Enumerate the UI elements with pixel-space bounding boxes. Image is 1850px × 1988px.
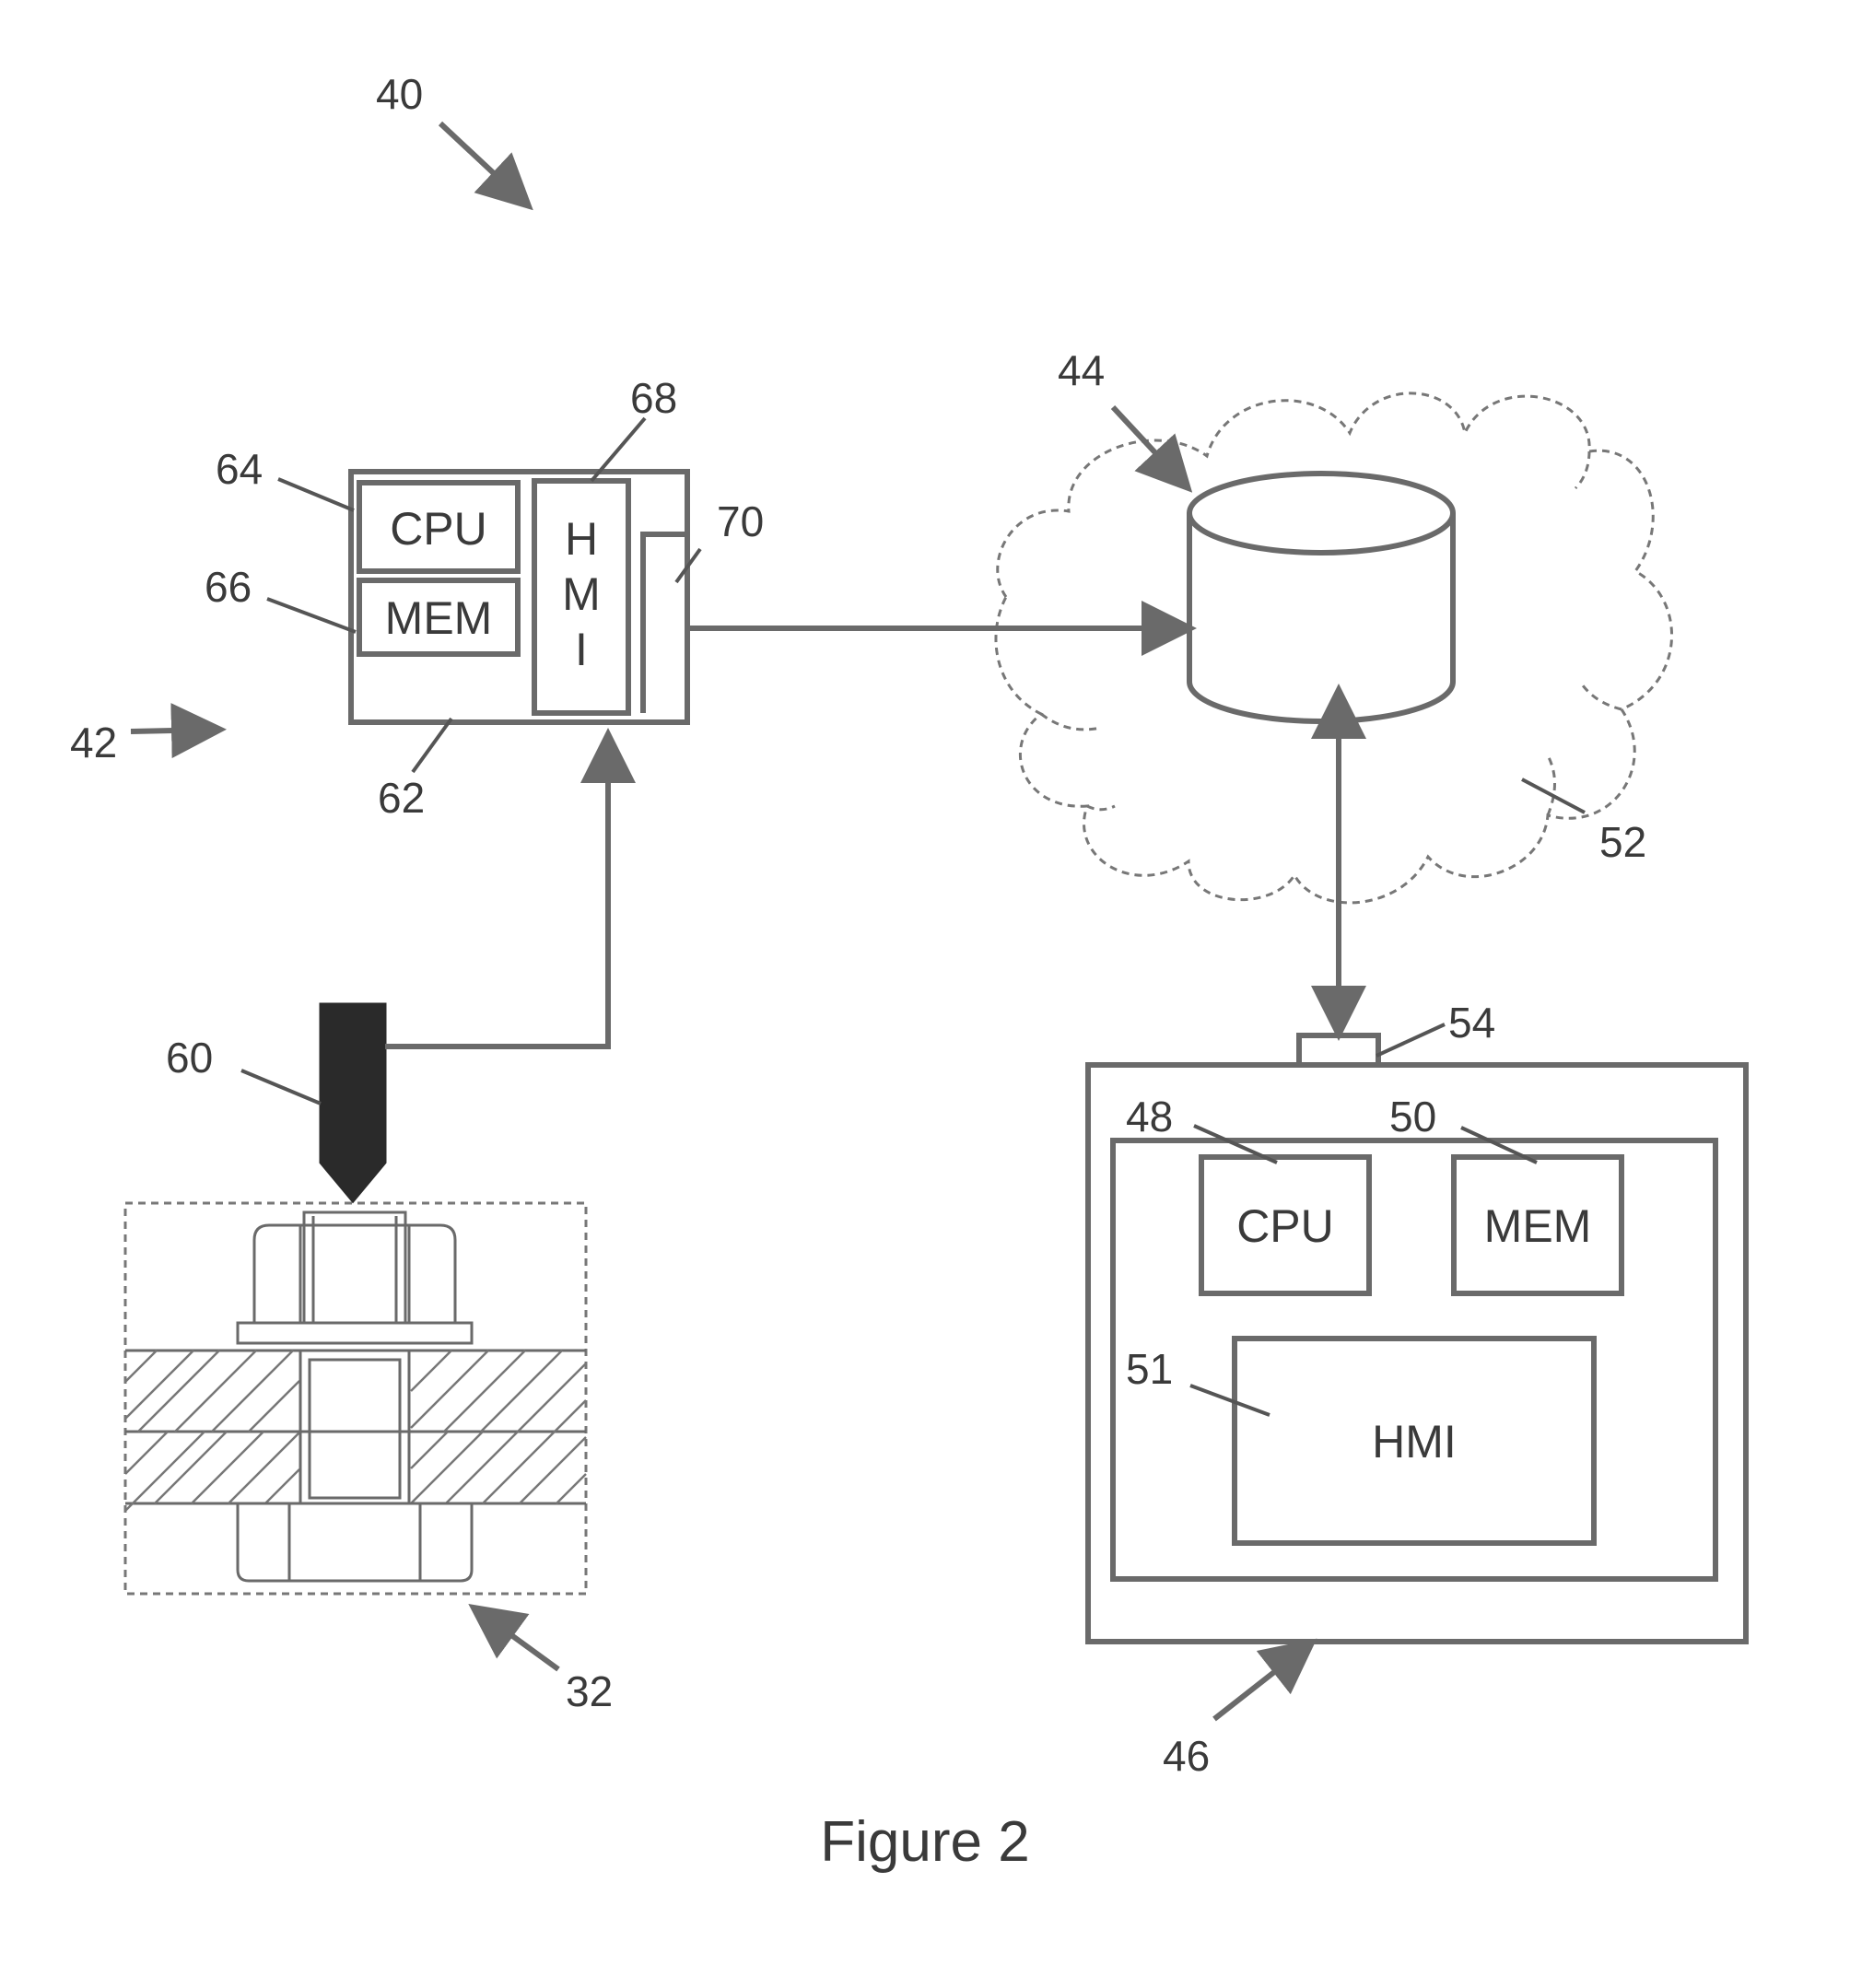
remote-terminal: CPU MEM HMI (1085, 1033, 1749, 1644)
hmi-letter-h: H (565, 513, 598, 565)
terminal-cpu-label: CPU (1236, 1200, 1334, 1252)
leader-51 (1189, 1384, 1270, 1417)
cpu-box (357, 480, 521, 574)
leader-60 (240, 1069, 322, 1105)
bolt-head (236, 1502, 474, 1583)
terminal-mem-label: MEM (1484, 1200, 1592, 1252)
bolt-shank (299, 1349, 411, 1505)
leader-48 (1193, 1124, 1278, 1164)
arrow-42 (130, 703, 227, 759)
mem-box (357, 578, 521, 657)
cloud-inner-arc (1040, 712, 1102, 731)
clamped-plates (124, 1349, 587, 1512)
ref-51: 51 (1126, 1345, 1173, 1393)
arrow-32 (468, 1603, 560, 1672)
ref-32: 32 (566, 1667, 613, 1715)
ref-70: 70 (717, 497, 764, 545)
ref-46: 46 (1163, 1732, 1210, 1780)
ref-52: 52 (1599, 818, 1646, 866)
ref-50: 50 (1389, 1093, 1436, 1140)
cloud-inner-arc (1086, 804, 1116, 812)
link-probe-to-sensor-unit (385, 728, 636, 1049)
cloud-network (994, 392, 1673, 905)
sensor-unit: CPU MEM H M I (348, 469, 690, 725)
ref-60: 60 (166, 1034, 213, 1082)
terminal-hmi-box (1232, 1336, 1597, 1546)
leader-66 (266, 597, 357, 634)
cloud-inner-arc (1574, 450, 1591, 490)
bolt-shank-inner (308, 1358, 402, 1500)
arrow-40 (438, 121, 533, 211)
ref-54: 54 (1448, 999, 1495, 1047)
terminal-housing (1085, 1062, 1749, 1644)
nut (252, 1223, 457, 1325)
sensor-probe (319, 1002, 387, 1204)
sensor-unit-housing (348, 469, 690, 725)
database-cylinder (1187, 471, 1456, 724)
terminal-cpu-box (1199, 1154, 1372, 1296)
leader-52 (1521, 778, 1586, 814)
ref-44: 44 (1058, 346, 1105, 394)
leader-54 (1376, 1023, 1446, 1058)
ref-40: 40 (376, 70, 423, 118)
hmi-letter-i: I (575, 624, 588, 675)
ref-64: 64 (216, 445, 263, 493)
terminal-board (1110, 1138, 1718, 1582)
hmi-box (532, 478, 631, 716)
ref-62: 62 (378, 774, 425, 822)
leader-68 (590, 416, 647, 483)
ref-48: 48 (1126, 1093, 1173, 1140)
bolted-joint (123, 1201, 588, 1596)
washer (236, 1321, 474, 1345)
terminal-port (1296, 1033, 1381, 1068)
arrow-46 (1212, 1638, 1317, 1722)
leader-50 (1460, 1126, 1538, 1164)
cpu-label: CPU (390, 503, 487, 555)
ref-66: 66 (205, 563, 252, 611)
bolted-joint-boundary (123, 1201, 588, 1596)
leader-64 (277, 477, 355, 512)
mem-label: MEM (385, 592, 493, 644)
hmi-letter-m: M (562, 568, 601, 620)
leader-62 (411, 717, 453, 774)
figure-caption: Figure 2 (820, 1810, 1029, 1874)
leader-70 (674, 547, 702, 584)
ref-42: 42 (70, 719, 117, 766)
terminal-mem-box (1451, 1154, 1624, 1296)
cloud-inner-arc (1546, 754, 1556, 816)
arrow-44 (1110, 404, 1193, 493)
ref-68: 68 (630, 374, 677, 422)
terminal-hmi-label: HMI (1372, 1416, 1457, 1468)
cloud-inner-arc (1578, 681, 1622, 711)
communication-port (640, 532, 687, 713)
bolt-thread-end (302, 1210, 407, 1325)
